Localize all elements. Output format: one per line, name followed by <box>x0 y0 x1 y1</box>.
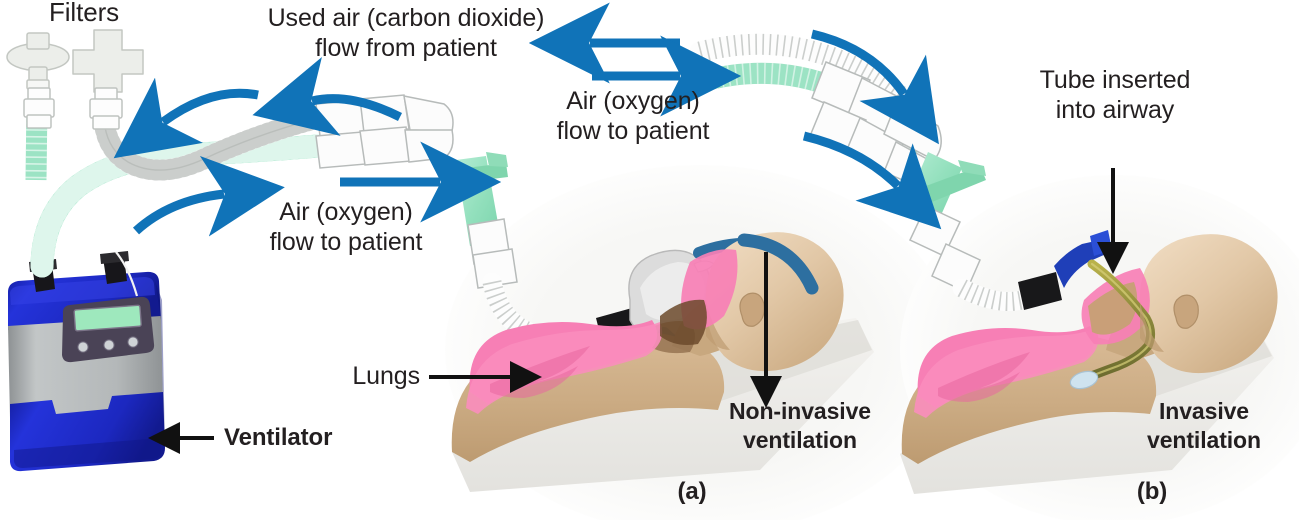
curved-flow-arrow-icon <box>113 77 259 159</box>
used-air-label-line1: Used air (carbon dioxide) <box>267 4 545 32</box>
invasive-label-line2: ventilation <box>1147 427 1261 453</box>
panel-a-caption: (a) <box>677 478 707 505</box>
lungs-icon <box>914 326 1099 418</box>
pointer-arrows <box>148 168 1129 454</box>
tube-connector-icon <box>315 94 454 169</box>
air-flow-left-label-line1: Air (oxygen) <box>279 198 413 226</box>
patient-intubated-icon <box>900 234 1278 494</box>
ventilator-label: Ventilator <box>224 424 333 451</box>
non-invasive-label-line1: Non-invasive <box>729 398 871 424</box>
patient-head <box>1139 234 1278 374</box>
tube-fitting-icon <box>23 87 123 130</box>
curved-flow-arrow-icon <box>252 57 403 136</box>
lungs-label: Lungs <box>352 362 420 390</box>
patient-head <box>705 232 844 372</box>
used-air-label-line2: flow from patient <box>315 34 497 62</box>
tube-inserted-label-line2: into airway <box>1055 96 1175 124</box>
tube-cuff <box>1069 370 1099 390</box>
patient-with-mask-icon <box>451 232 874 492</box>
head-strap <box>737 233 819 295</box>
tube-inserted-label-line1: Tube inserted <box>1039 66 1191 94</box>
round-filter-icon <box>6 32 70 90</box>
non-invasive-label-line2: ventilation <box>743 427 857 453</box>
curved-flow-arrow-icon <box>132 155 285 237</box>
invasive-label-line1: Invasive <box>1159 398 1249 424</box>
flow-arrows <box>113 2 942 237</box>
air-flow-left-label-line2: flow to patient <box>269 228 423 256</box>
ventilator-display <box>73 304 142 332</box>
air-flow-mid-label-line2: flow to patient <box>556 117 710 145</box>
tube-connector-icon <box>1054 240 1106 288</box>
ventilator-machine-icon <box>8 251 165 472</box>
curved-flow-arrow-icon <box>802 131 942 230</box>
air-flow-mid-label-line1: Air (oxygen) <box>566 87 700 115</box>
cross-filter-icon <box>72 29 144 93</box>
panel-b-caption: (b) <box>1136 478 1168 505</box>
filters-label: Filters <box>48 0 120 27</box>
curved-flow-arrow-icon <box>810 29 939 145</box>
